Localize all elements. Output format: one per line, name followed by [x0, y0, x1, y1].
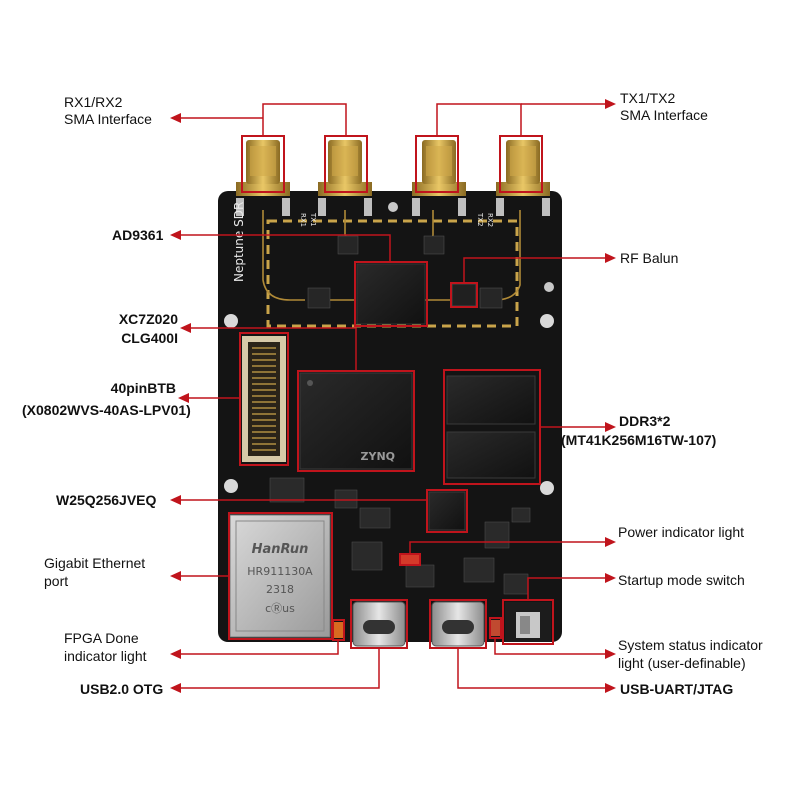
label-power-led: Power indicator light: [618, 524, 745, 540]
power-led: [401, 555, 419, 564]
status-led: [491, 620, 500, 636]
label-ad9361: AD9361: [112, 227, 164, 243]
fpga-chip: ZYNQ: [299, 372, 413, 470]
pin-silkscreen: TX2: [476, 212, 484, 227]
usb-c-otg-port: [352, 601, 406, 647]
startup-switch: [505, 602, 551, 642]
sma-connector: [318, 140, 372, 196]
label-btb-line1: 40pinBTB: [110, 380, 176, 396]
ddr3-chip: [446, 431, 536, 479]
label-ethernet-line2: port: [44, 573, 69, 589]
flash-chip: [428, 491, 466, 531]
label-ddr-line1: DDR3*2: [619, 413, 671, 429]
zynq-marking: ZYNQ: [361, 450, 396, 463]
label-usb-otg: USB2.0 OTG: [80, 681, 164, 697]
mounting-hole: [388, 202, 398, 212]
label-status-led-line2: light (user-definable): [618, 655, 746, 671]
pin-silkscreen: RX1: [299, 213, 307, 227]
ad9361-chip: [356, 263, 426, 325]
label-flash: W25Q256JVEQ: [56, 492, 157, 508]
label-fpga-line2: CLG400I: [121, 330, 178, 346]
usb-c-uart-port: [431, 601, 485, 647]
label-ddr-line2: (MT41K256M16TW-107): [561, 432, 717, 448]
label-startup-switch: Startup mode switch: [618, 572, 745, 588]
label-status-led-line1: System status indicator: [618, 637, 763, 653]
arrowheads: [170, 99, 616, 693]
label-fpga-done-line1: FPGA Done: [64, 630, 139, 646]
btb-connector: [242, 336, 286, 462]
mounting-hole: [224, 479, 238, 493]
label-rx-sma-line2: SMA Interface: [64, 111, 152, 127]
sma-connector: [236, 140, 290, 196]
label-btb-line2: (X0802WVS-40AS-LPV01): [22, 402, 191, 418]
rf-shield-frame: [266, 219, 519, 328]
label-rf-balun: RF Balun: [620, 250, 679, 266]
fpga-done-led: [334, 622, 343, 638]
pin-silkscreen: RX2: [486, 213, 494, 227]
label-fpga-line1: XC7Z020: [118, 311, 178, 327]
callout-box-btb: [239, 332, 289, 466]
magjack-part: HR911130A: [247, 565, 313, 578]
mounting-hole: [540, 314, 554, 328]
board-name-silkscreen: Neptune SDR: [232, 202, 246, 282]
callout-box-flash: [426, 489, 468, 533]
rf-components: [307, 235, 503, 309]
label-rx-sma-line1: RX1/RX2: [64, 94, 123, 110]
label-usb-uart: USB-UART/JTAG: [620, 681, 734, 697]
label-fpga-done-line2: indicator light: [64, 648, 147, 664]
magjack-brand: HanRun: [252, 542, 309, 557]
leader-lines: [180, 103, 606, 689]
magjack-cert: cⓇus: [265, 602, 295, 615]
label-ethernet-line1: Gigabit Ethernet: [44, 555, 146, 571]
mounting-hole: [544, 282, 554, 292]
misc-components: [269, 477, 531, 595]
rf-balun-chip: [451, 283, 477, 307]
pin-silkscreen: TX1: [309, 212, 317, 227]
label-tx-sma-line1: TX1/TX2: [620, 90, 676, 106]
magjack-date: 2318: [266, 583, 294, 596]
label-tx-sma-line2: SMA Interface: [620, 107, 708, 123]
ethernet-magjack: HanRun HR911130A 2318 cⓇus: [229, 514, 331, 638]
ddr3-chip: [446, 375, 536, 425]
mounting-hole: [224, 314, 238, 328]
mounting-hole: [540, 481, 554, 495]
callout-box-ad9361: [354, 261, 428, 327]
